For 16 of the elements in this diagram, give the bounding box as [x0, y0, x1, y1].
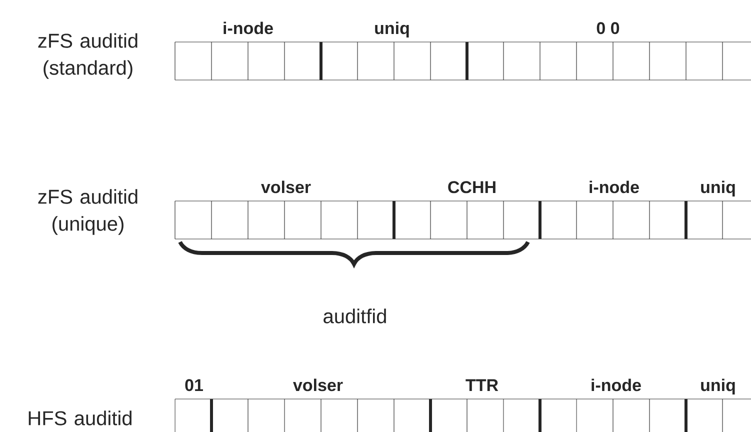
field-segment: uniq [320, 22, 468, 80]
row-label: zFS auditid (unique) [38, 189, 138, 235]
field-segment: 01 [174, 379, 212, 432]
row-label: zFS auditid (standard) [38, 33, 138, 79]
field-segment: CCHH [394, 181, 540, 240]
field-segment: volser [174, 180, 394, 240]
row-label: HFS auditid [28, 410, 132, 426]
field-segment: uniq [686, 180, 751, 240]
field-segment: uniq [686, 378, 751, 432]
field-segment: i-node [540, 378, 686, 432]
field-segment: volser [211, 378, 431, 432]
field-segment: TTR [430, 379, 540, 432]
row-label: auditfid [324, 308, 386, 324]
field-segment: i-node [174, 22, 322, 80]
field-segment: 0 0 [466, 22, 751, 80]
field-segment: i-node [540, 180, 686, 240]
